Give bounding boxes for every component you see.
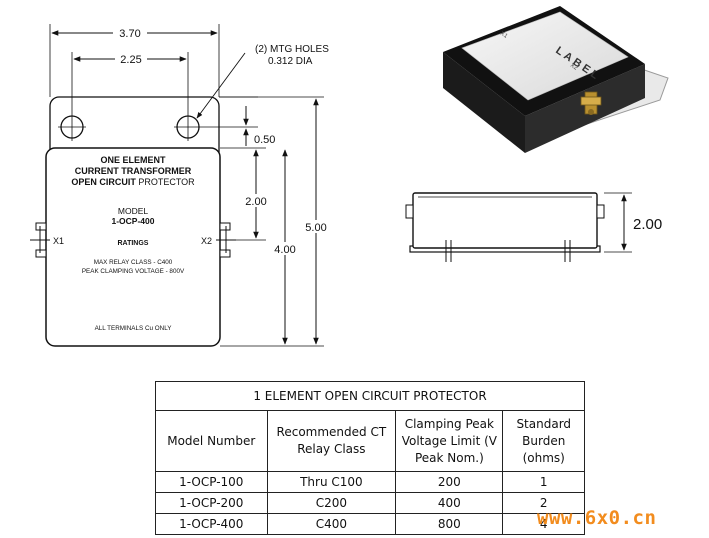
holes-note-line2: 0.312 DIA: [268, 56, 313, 67]
cell-clamping: 400: [395, 492, 504, 514]
cell-model: 1-OCP-200: [155, 492, 268, 514]
table-row: 1-OCP-400 C400 800 4: [155, 513, 585, 535]
cell-relay-class: C400: [266, 513, 397, 535]
ratings-caption: RATINGS: [118, 240, 149, 247]
holes-note-leader: [196, 52, 246, 119]
mounting-hole-left: [58, 113, 86, 141]
nameplate-line1: ONE ELEMENT: [100, 155, 166, 165]
dim-side-height: 2.00: [633, 216, 662, 233]
table-title: 1 ELEMENT OPEN CIRCUIT PROTECTOR: [155, 381, 585, 411]
dim-hole-offset: 0.50: [254, 134, 275, 146]
dim-overall-height: 5.00: [305, 222, 326, 234]
iso-x2-text: X2: [569, 63, 579, 72]
side-terminal-left: [405, 204, 414, 219]
table-header-row: Model Number Recommended CT Relay Class …: [155, 410, 585, 472]
mounting-hole-right: [174, 113, 202, 141]
cell-burden: 4: [502, 513, 585, 535]
cell-clamping: 800: [395, 513, 504, 535]
rating-line1: MAX RELAY CLASS - C400: [94, 259, 173, 266]
cell-clamping: 200: [395, 471, 504, 493]
header-clamping: Clamping Peak Voltage Limit (V Peak Nom.…: [395, 410, 504, 472]
terminal-left: [30, 222, 50, 258]
front-view: X1 X2 ONE ELEMENT CURRENT TRANSFORMER OP…: [30, 24, 331, 347]
terminal-x1-label: X1: [53, 236, 64, 246]
dim-hole-spacing: 2.25: [120, 54, 141, 66]
model-caption: MODEL: [118, 206, 149, 216]
dim-body-height: 4.00: [274, 244, 295, 256]
nameplate-line2: CURRENT TRANSFORMER: [75, 166, 192, 176]
cell-model: 1-OCP-100: [155, 471, 268, 493]
rating-line2: PEAK CLAMPING VOLTAGE - 800V: [82, 268, 185, 275]
cell-relay-class: C200: [266, 492, 397, 514]
holes-note-line1: (2) MTG HOLES: [255, 44, 329, 55]
nameplate-line3-bold: OPEN CIRCUIT: [71, 177, 136, 187]
header-burden: Standard Burden (ohms): [502, 410, 585, 472]
dim-overall-width: 3.70: [119, 28, 140, 40]
side-view: 2.00: [405, 192, 662, 262]
cell-model: 1-OCP-400: [155, 513, 268, 535]
spec-table: 1 ELEMENT OPEN CIRCUIT PROTECTOR Model N…: [155, 381, 585, 535]
terminals-note: ALL TERMINALS Cu ONLY: [95, 325, 173, 332]
cell-burden: 1: [502, 471, 585, 493]
side-terminal-right: [596, 204, 605, 219]
dim-body-center: 2.00: [245, 196, 266, 208]
nameplate-line3: OPEN CIRCUIT PROTECTOR: [71, 177, 195, 187]
header-relay-class: Recommended CT Relay Class: [266, 410, 397, 472]
isometric-view: LABEL X1 X2: [443, 6, 669, 153]
enclosure-body: [45, 147, 221, 347]
nameplate-line3-regular: PROTECTOR: [138, 177, 195, 187]
terminal-x2-label: X2: [201, 236, 212, 246]
watermark: www.6x0.cn: [537, 507, 657, 529]
table-row: 1-OCP-200 C200 400 2: [155, 492, 585, 514]
iso-left-face: [443, 52, 525, 153]
iso-label-plate: [461, 11, 629, 101]
cell-relay-class: Thru C100: [266, 471, 397, 493]
terminal-right: [216, 222, 236, 258]
iso-x1-text: X1: [499, 31, 509, 40]
table-row: 1-OCP-100 Thru C100 200 1: [155, 471, 585, 493]
header-model: Model Number: [155, 410, 268, 472]
model-value: 1-OCP-400: [112, 216, 155, 226]
side-body: [412, 192, 598, 249]
iso-terminal-stud: [580, 91, 602, 115]
